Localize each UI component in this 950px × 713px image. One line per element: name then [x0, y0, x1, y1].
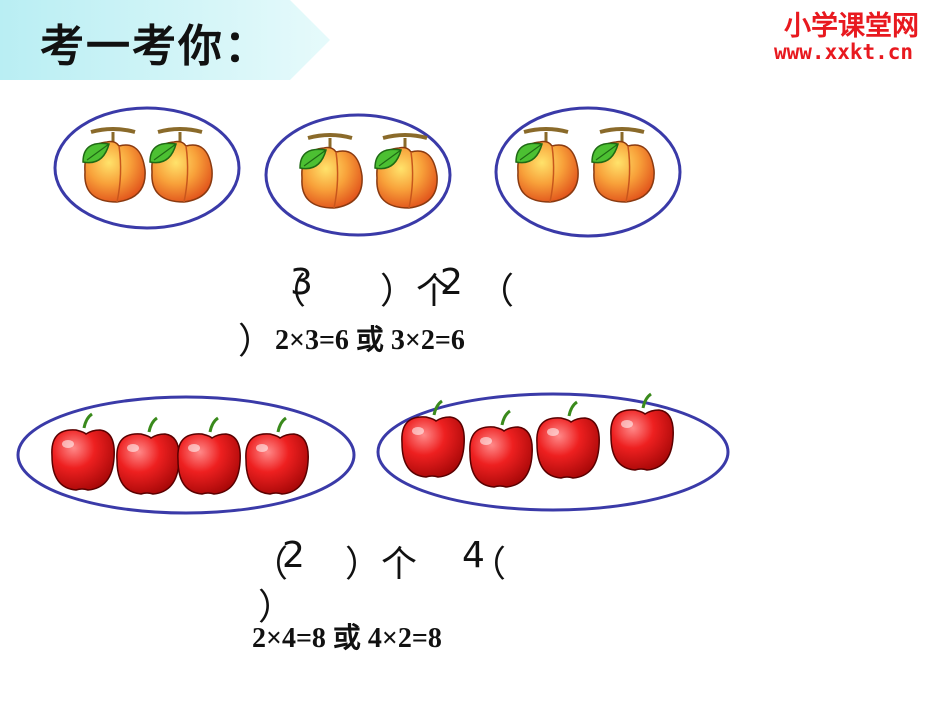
apple — [115, 416, 181, 496]
peach — [590, 127, 657, 204]
peach — [298, 133, 365, 210]
apple — [176, 416, 242, 496]
paren-close-word: ）个 — [345, 544, 418, 585]
paren-open-2: （ — [470, 544, 507, 585]
paren-close-word: ）个 — [380, 271, 453, 312]
peach — [514, 127, 581, 204]
page-title: 考一考你： — [40, 21, 270, 72]
apple — [609, 392, 675, 472]
site-logo-url: www.xxkt.cn — [774, 40, 914, 64]
apple — [468, 409, 534, 489]
answer-a: 2 — [282, 535, 305, 576]
group-ellipse — [494, 106, 682, 238]
answer-a: 3 — [290, 262, 313, 303]
answer-b: 4 — [462, 535, 485, 576]
apple — [244, 416, 310, 496]
equation-1: 2×3=6 或 3×2=6 — [275, 325, 465, 356]
paren-open-2: （ — [478, 271, 515, 312]
equation-2: 2×4=8 或 4×2=8 — [252, 623, 442, 654]
apple — [400, 399, 466, 479]
peach — [81, 127, 148, 204]
apple — [50, 412, 116, 492]
answer-b: 2 — [440, 262, 463, 303]
apple — [535, 400, 601, 480]
group-ellipse — [53, 106, 241, 230]
paren-close-2: ） — [238, 321, 275, 362]
group-ellipse — [16, 395, 356, 515]
paren-open: （ — [270, 271, 307, 312]
paren-close-2: ） — [258, 587, 295, 628]
peach — [373, 133, 440, 210]
group-ellipse — [264, 113, 452, 237]
group-ellipse — [376, 392, 730, 512]
title-banner — [0, 0, 330, 80]
paren-open: （ — [252, 544, 289, 585]
peach — [148, 127, 215, 204]
site-logo-name: 小学课堂网 — [784, 11, 919, 42]
